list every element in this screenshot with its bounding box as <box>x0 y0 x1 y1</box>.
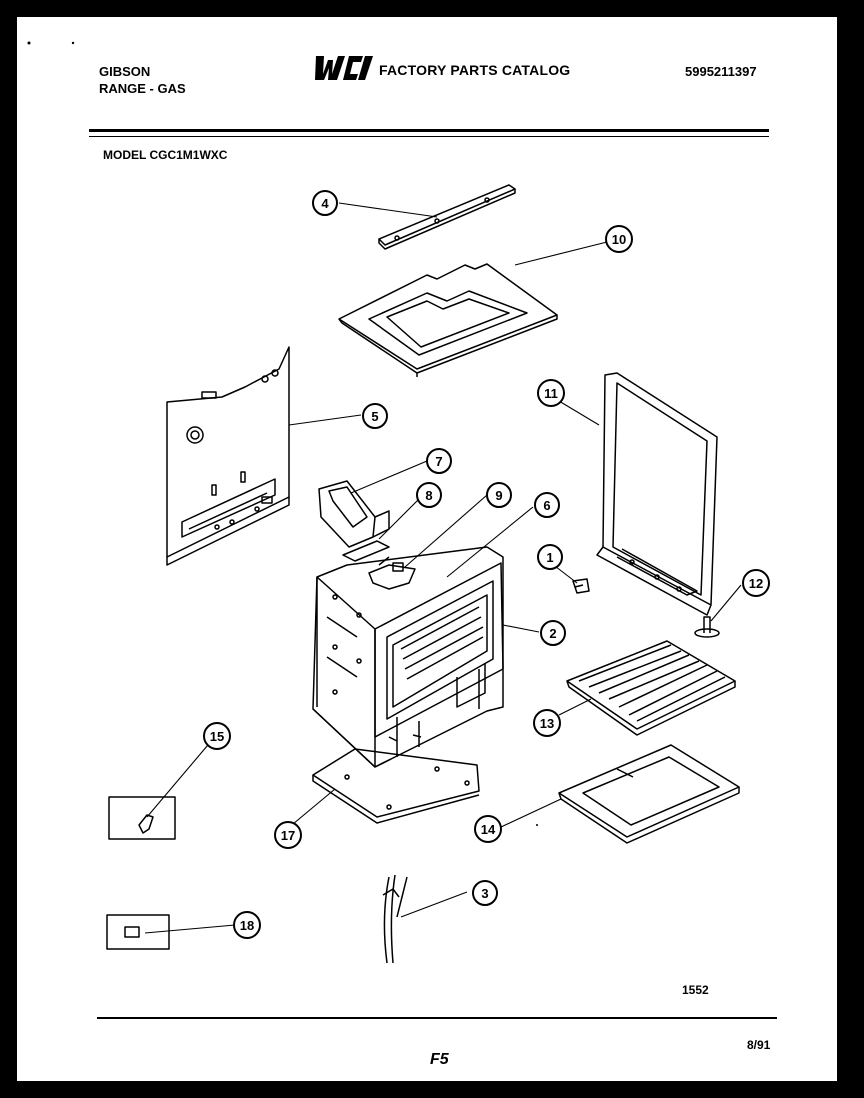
part-10-top-panel <box>338 263 558 377</box>
header-rule-thin <box>89 136 769 137</box>
svg-text:4: 4 <box>321 196 329 211</box>
callout-12: 12 <box>742 569 770 597</box>
part-15-ignitor <box>108 796 176 840</box>
callout-14: 14 <box>474 815 502 843</box>
figure-number: 1552 <box>682 983 709 997</box>
part-3-wire-harness <box>382 874 408 964</box>
svg-text:3: 3 <box>481 886 488 901</box>
svg-text:18: 18 <box>240 918 254 933</box>
callout-3: 3 <box>472 880 498 906</box>
part-8-9-burner-assembly <box>342 540 416 590</box>
callout-6: 6 <box>534 492 560 518</box>
svg-text:7: 7 <box>435 454 442 469</box>
svg-text:12: 12 <box>749 576 763 591</box>
part-13-oven-rack <box>566 640 736 736</box>
callout-1: 1 <box>537 544 563 570</box>
callout-15: 15 <box>203 722 231 750</box>
svg-text:13: 13 <box>540 716 554 731</box>
callout-10: 10 <box>605 225 633 253</box>
footer-rule <box>97 1017 777 1019</box>
svg-text:2: 2 <box>549 626 556 641</box>
part-1-bolt <box>572 578 590 594</box>
svg-text:6: 6 <box>543 498 550 513</box>
part-18-switch <box>106 914 170 950</box>
callout-5: 5 <box>362 403 388 429</box>
part-7-burner-bracket <box>318 480 390 548</box>
header-rule-thick <box>89 129 769 132</box>
part-17-bottom-panel <box>312 748 480 824</box>
callout-17: 17 <box>274 821 302 849</box>
scan-specks <box>27 41 538 826</box>
product-type: RANGE - GAS <box>99 81 186 96</box>
revision-date: 8/91 <box>747 1038 771 1052</box>
part-14-broiler-pan <box>558 744 740 844</box>
callout-8: 8 <box>416 482 442 508</box>
svg-text:1: 1 <box>546 550 553 565</box>
svg-text:11: 11 <box>544 386 558 401</box>
part-12-leveling-leg <box>694 616 720 638</box>
catalog-title: FACTORY PARTS CATALOG <box>379 62 571 78</box>
svg-text:8: 8 <box>425 488 432 503</box>
callout-11: 11 <box>537 379 565 407</box>
svg-text:14: 14 <box>481 822 496 837</box>
svg-text:5: 5 <box>371 409 378 424</box>
svg-text:17: 17 <box>281 828 295 843</box>
catalog-part-number: 5995211397 <box>685 64 757 79</box>
wci-logo <box>315 56 373 80</box>
callout-13: 13 <box>533 709 561 737</box>
svg-text:9: 9 <box>495 488 502 503</box>
callout-4: 4 <box>312 190 338 216</box>
part-11-side-panel <box>596 372 718 616</box>
svg-text:10: 10 <box>612 232 626 247</box>
callout-2: 2 <box>540 620 566 646</box>
exploded-parts-diagram: 4 10 5 11 7 8 9 6 1 2 12 13 14 15 17 3 1… <box>27 41 770 964</box>
part-4-rail <box>378 184 516 250</box>
parts-catalog-sheet: GIBSON RANGE - GAS FACTORY PARTS CATALOG… <box>17 17 837 1081</box>
part-5-back-panel <box>166 346 290 566</box>
part-2-oven-body <box>312 546 504 768</box>
callout-18: 18 <box>233 911 261 939</box>
model-number: MODEL CGC1M1WXC <box>103 148 228 162</box>
brand-name: GIBSON <box>99 64 151 79</box>
page-number: F5 <box>430 1051 449 1068</box>
svg-text:15: 15 <box>210 729 224 744</box>
callout-7: 7 <box>426 448 452 474</box>
callout-9: 9 <box>486 482 512 508</box>
